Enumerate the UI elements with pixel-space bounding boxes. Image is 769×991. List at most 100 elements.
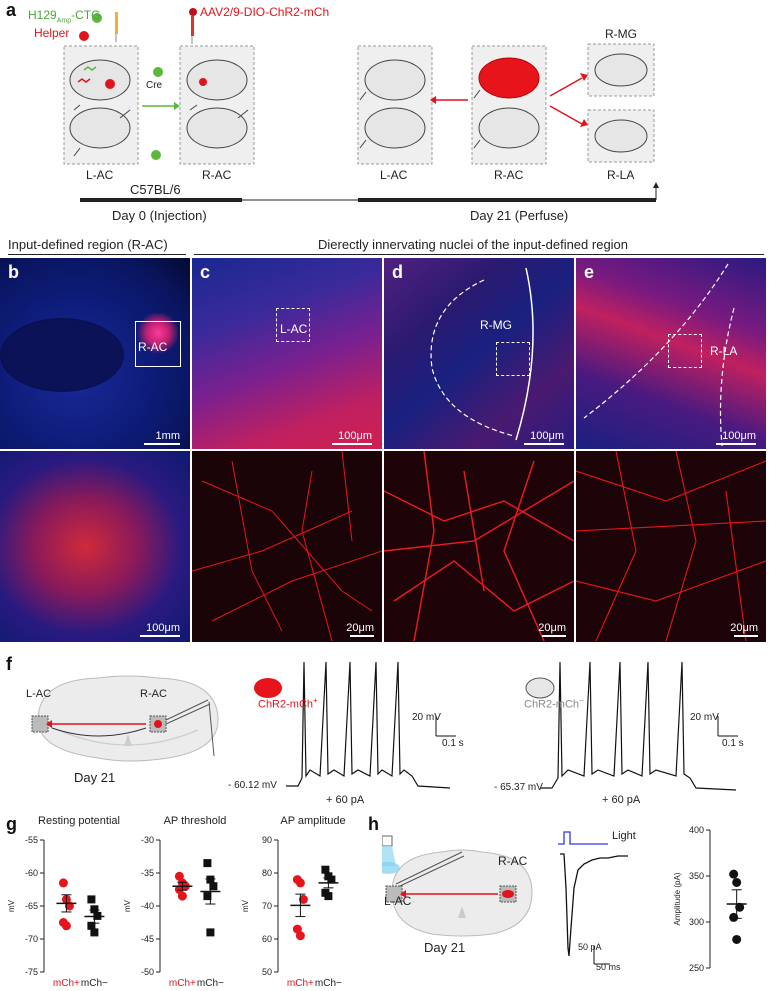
panel-label-e: e bbox=[584, 262, 595, 282]
y-tick-label: -70 bbox=[25, 934, 38, 944]
box-label-rac-1: R-AC bbox=[202, 168, 232, 182]
scale-s-2: 0.1 s bbox=[722, 738, 744, 749]
data-point bbox=[87, 895, 96, 904]
day-label-h: Day 21 bbox=[424, 940, 466, 955]
y-axis-label: Amplitude (pA) bbox=[673, 872, 682, 925]
scale-mv-2: 20 mV bbox=[690, 712, 719, 723]
data-point bbox=[729, 912, 739, 922]
schematic-a bbox=[36, 8, 769, 226]
data-point bbox=[58, 878, 68, 888]
micrograph-e-zoom bbox=[576, 451, 766, 642]
brain-label-rac-h: R-AC bbox=[498, 854, 528, 868]
box-label-rla: R-LA bbox=[607, 168, 635, 182]
data-point bbox=[327, 875, 336, 884]
trace1-step: + 60 pA bbox=[326, 794, 365, 806]
roi-box-rla bbox=[668, 334, 702, 368]
brain-label-lac-h: L-AC bbox=[384, 894, 412, 908]
brain-label-lac-f: L-AC bbox=[26, 688, 52, 700]
data-point bbox=[206, 928, 215, 937]
virus-aav-label: AAV2/9-DIO-ChR2-mCh bbox=[200, 5, 330, 19]
data-point bbox=[729, 869, 739, 879]
y-tick-label: 250 bbox=[689, 963, 704, 973]
region-label-e: R-LA bbox=[710, 344, 738, 358]
roi-box-lac bbox=[276, 308, 310, 342]
chart-g: Resting potential-55-60-65-70-75mVmCh+mC… bbox=[7, 815, 346, 989]
y-tick-label: -50 bbox=[141, 967, 154, 977]
y-tick-label: -75 bbox=[25, 967, 38, 977]
brain-label-rac-f: R-AC bbox=[140, 688, 167, 700]
data-point bbox=[298, 894, 308, 904]
day0-label: Day 0 (Injection) bbox=[112, 208, 207, 223]
virus-green-icon bbox=[92, 13, 163, 160]
box-label-lac-1: L-AC bbox=[86, 168, 114, 182]
x-tick-label: mCh+ bbox=[169, 978, 196, 989]
trace2-step: + 60 pA bbox=[602, 794, 641, 806]
light-label: Light bbox=[612, 830, 636, 842]
micrograph-b-zoom bbox=[0, 451, 190, 642]
cre-label: Cre bbox=[146, 80, 163, 91]
day21-label: Day 21 (Perfuse) bbox=[470, 208, 569, 223]
header-innervating-nuclei: Dierectly innervating nuclei of the inpu… bbox=[318, 237, 629, 252]
scale-mv-1: 20 mV bbox=[412, 712, 441, 723]
data-point bbox=[295, 931, 305, 941]
scale-bar-d-bottom: 20μm bbox=[526, 622, 566, 637]
panel-label-b: b bbox=[8, 262, 19, 282]
y-tick-label: -40 bbox=[141, 901, 154, 911]
virus-helper-label: Helper bbox=[34, 26, 70, 40]
header-rule-right bbox=[194, 254, 764, 255]
panel-label-g: g bbox=[6, 814, 17, 834]
data-point bbox=[90, 928, 99, 937]
chart-title: Resting potential bbox=[38, 815, 120, 827]
x-tick-label: mCh+ bbox=[53, 978, 80, 989]
scale-bar-b-top: 1mm bbox=[144, 430, 180, 445]
box-label-rmg: R-MG bbox=[605, 27, 637, 41]
header-rule-left bbox=[8, 254, 186, 255]
brain-schematic-h bbox=[382, 835, 533, 937]
ap-trace-mch-neg bbox=[525, 661, 738, 791]
scale-s-1: 0.1 s bbox=[442, 738, 464, 749]
scale-bar-d-top: 100μm bbox=[512, 430, 564, 445]
scale-bar-c-top: 100μm bbox=[320, 430, 372, 445]
data-point bbox=[732, 934, 742, 944]
box-label-rac-2: R-AC bbox=[494, 168, 524, 182]
panel-label-h: h bbox=[368, 814, 379, 834]
day-label-f: Day 21 bbox=[74, 770, 116, 785]
strain-label: C57BL/6 bbox=[130, 182, 181, 197]
data-point bbox=[203, 859, 212, 868]
region-label-c: L-AC bbox=[280, 322, 308, 336]
micrograph-d-zoom bbox=[384, 451, 574, 642]
data-point bbox=[321, 865, 330, 874]
y-tick-label: -35 bbox=[141, 868, 154, 878]
y-axis-label: mV bbox=[241, 899, 250, 912]
y-tick-label: -30 bbox=[141, 835, 154, 845]
trace2-cell-label: ChR2-mCh− bbox=[524, 696, 584, 711]
region-label-d: R-MG bbox=[480, 318, 512, 332]
ap-trace-mch-pos bbox=[254, 661, 456, 789]
roi-box-rac bbox=[135, 321, 181, 367]
scale-pa: 50 pA bbox=[578, 942, 602, 952]
data-point bbox=[87, 921, 96, 930]
micrograph-e-overview bbox=[576, 258, 766, 449]
chart-title: AP amplitude bbox=[280, 815, 345, 827]
data-point bbox=[177, 891, 187, 901]
y-tick-label: 350 bbox=[689, 871, 704, 881]
micrograph-d-overview bbox=[384, 258, 574, 449]
y-tick-label: 400 bbox=[689, 825, 704, 835]
brain-schematic-f bbox=[31, 675, 219, 762]
panel-label-f: f bbox=[6, 654, 12, 674]
scale-bar-e-top: 100μm bbox=[704, 430, 756, 445]
y-tick-label: 300 bbox=[689, 917, 704, 927]
region-label-b: R-AC bbox=[138, 340, 168, 354]
x-tick-label: mCh− bbox=[81, 978, 108, 989]
data-point bbox=[203, 892, 212, 901]
y-tick-label: -65 bbox=[25, 901, 38, 911]
scale-ms: 50 ms bbox=[596, 962, 621, 972]
trace1-vm: - 60.12 mV bbox=[228, 780, 277, 791]
micrograph-c-zoom bbox=[192, 451, 382, 642]
y-tick-label: 90 bbox=[262, 835, 272, 845]
data-point bbox=[735, 902, 745, 912]
micrograph-b-overview bbox=[0, 258, 190, 449]
scale-bar-e-bottom: 20μm bbox=[718, 622, 758, 637]
x-tick-label: mCh− bbox=[315, 978, 342, 989]
